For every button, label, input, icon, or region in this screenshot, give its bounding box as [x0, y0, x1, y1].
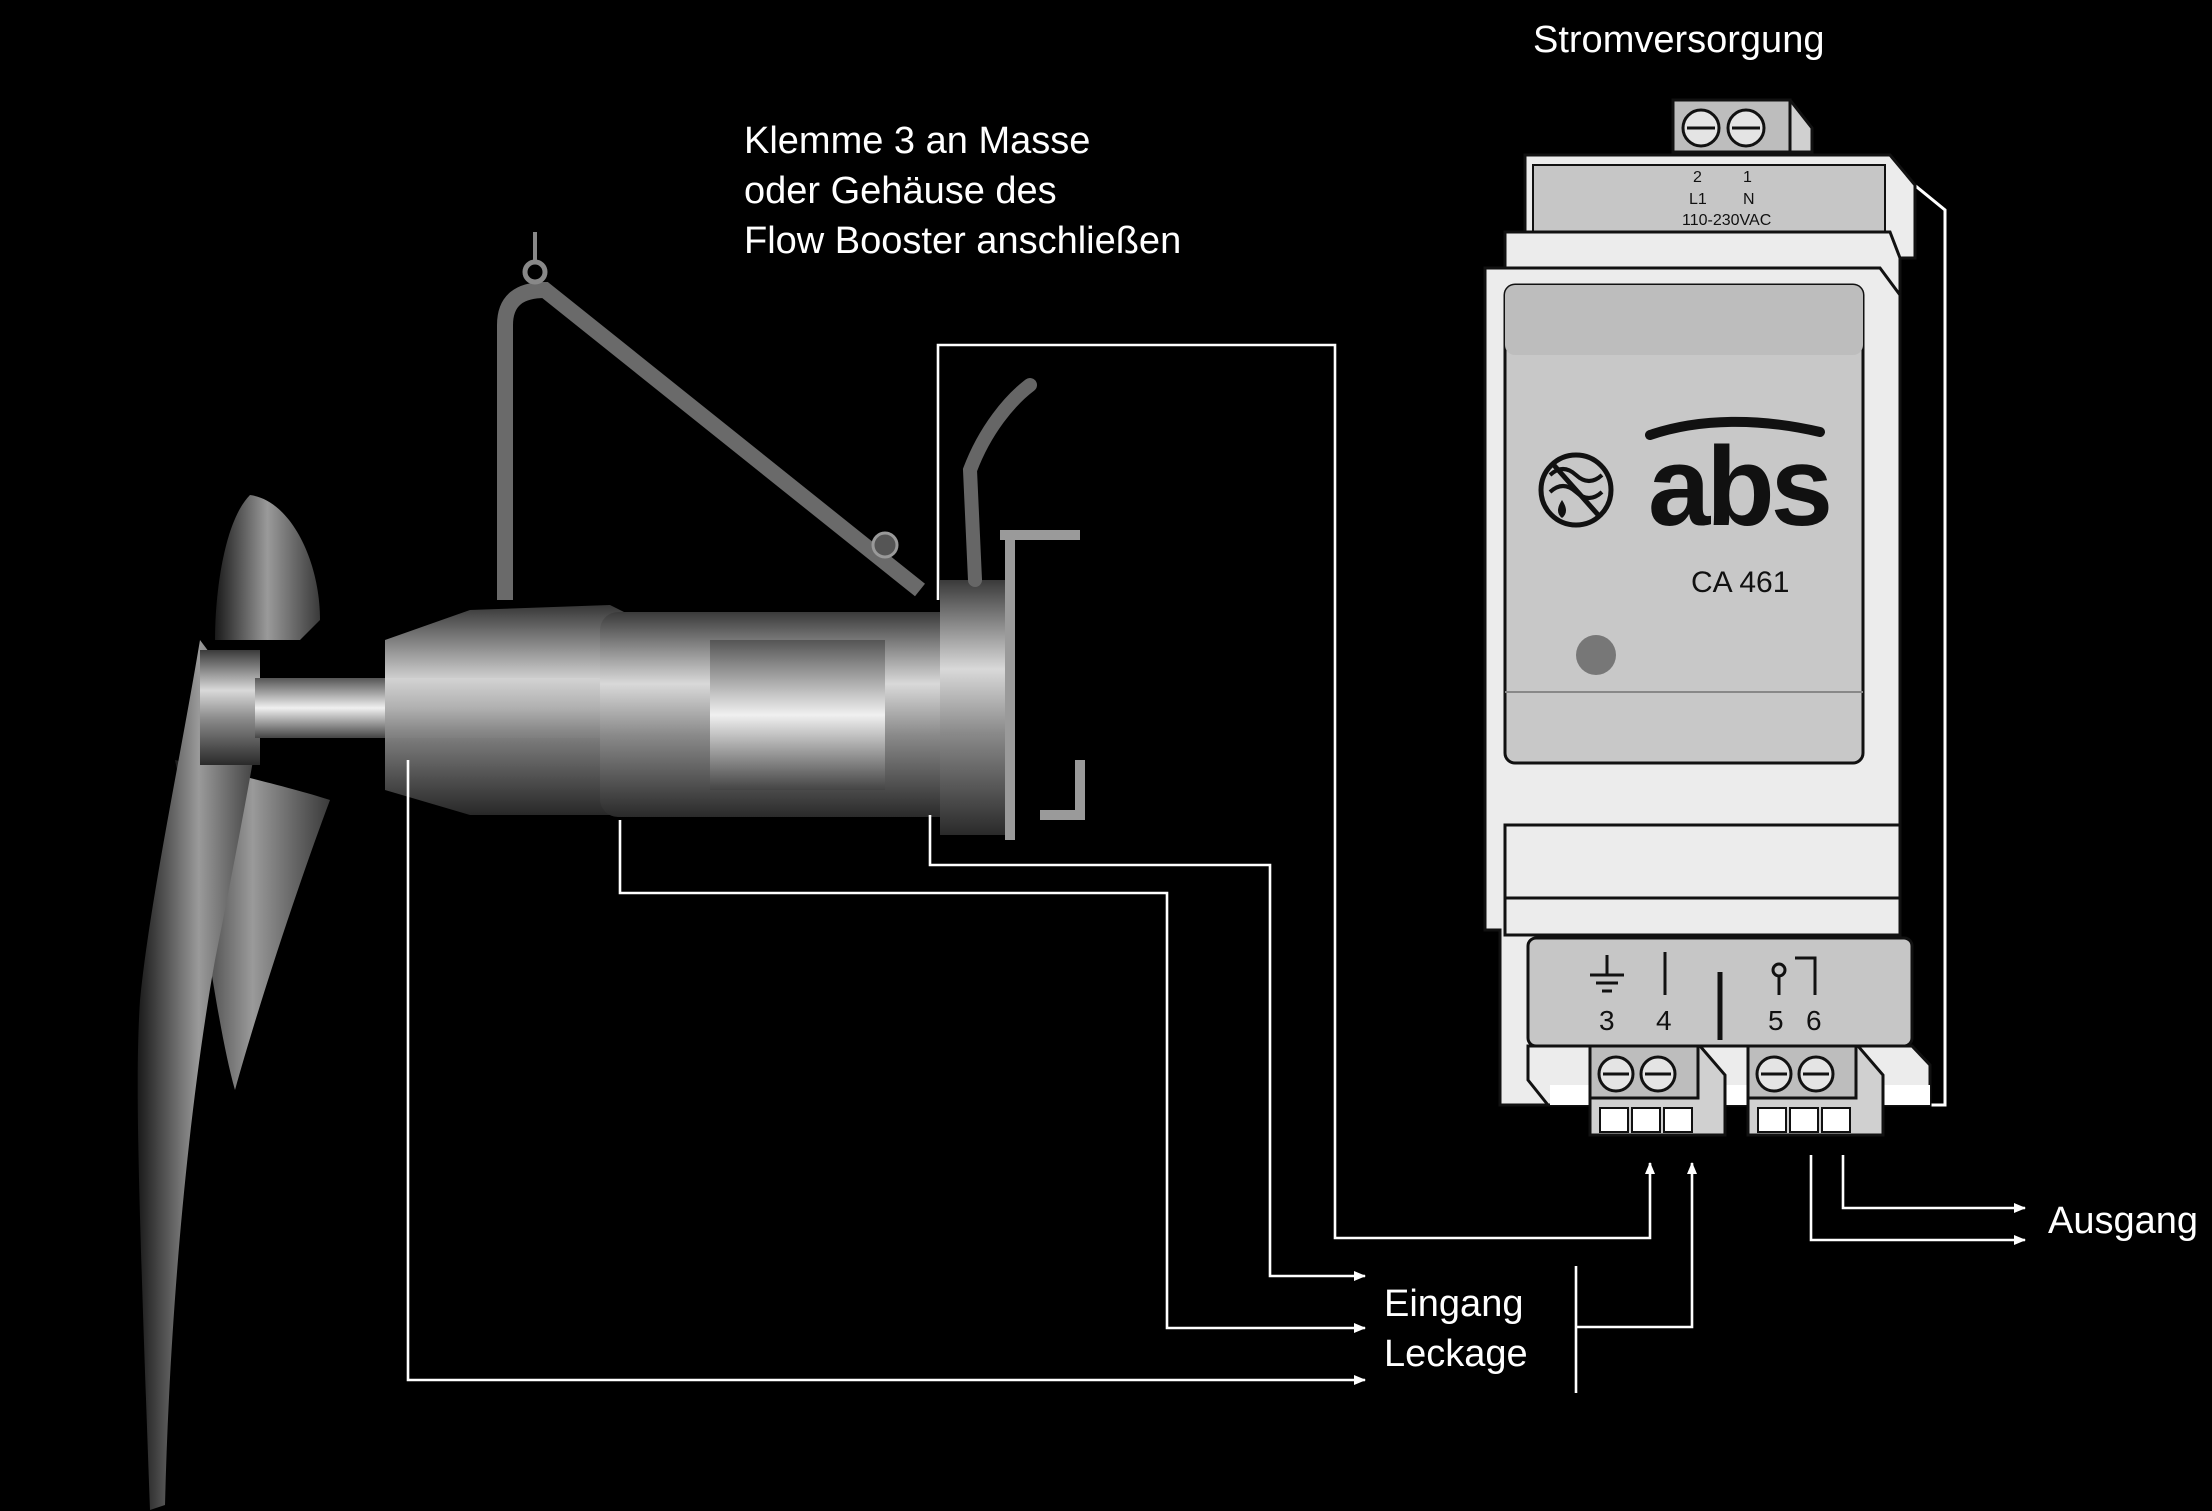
- propeller-hub: [200, 650, 260, 765]
- power-supply-label: Stromversorgung: [1533, 19, 1824, 61]
- gear-housing: [385, 605, 640, 815]
- terminal-block-5-6: [1746, 1044, 1885, 1137]
- terminal-label-4: 4: [1656, 1005, 1672, 1036]
- terminal-label-3: 3: [1599, 1005, 1615, 1036]
- wiring: [406, 343, 2026, 1393]
- control-unit: 2 1 L1 N 110-230VAC abs CA 461: [1483, 98, 1947, 1137]
- motor-stator: [710, 640, 885, 790]
- status-led: [1576, 635, 1616, 675]
- brand-logo-text: abs: [1648, 424, 1829, 549]
- wire-output-6: [1841, 1155, 2026, 1213]
- housing-lower: [1503, 823, 1902, 937]
- terminal-label-5: 5: [1768, 1005, 1784, 1036]
- input-label-line-2: Leckage: [1384, 1333, 1528, 1375]
- abs-logo: abs: [1645, 416, 1833, 549]
- terminal-block-3-4: [1588, 1044, 1727, 1137]
- wire-sensor-rear: [928, 815, 1366, 1281]
- top-terminal-num-right: 1: [1743, 169, 1752, 186]
- guide-bracket: [1000, 530, 1085, 840]
- terminal-label-6: 6: [1806, 1005, 1822, 1036]
- propeller-blade-main: [137, 640, 260, 1510]
- top-terminal-num-left: 2: [1693, 169, 1702, 186]
- output-label: Ausgang: [2048, 1200, 2198, 1242]
- lifting-frame: [497, 281, 925, 600]
- lifting-eye: [522, 259, 548, 285]
- relay-contact-icon: [1771, 956, 1817, 995]
- housing-outline: [1889, 163, 1947, 1107]
- rear-cap: [940, 580, 1015, 835]
- water-drop-icon: [1538, 452, 1614, 528]
- flow-booster-drawing: [137, 232, 1085, 1510]
- power-terminal-block: [1671, 98, 1814, 154]
- input-label-line-1: Eingang: [1384, 1283, 1523, 1325]
- frame-bolt: [871, 531, 899, 559]
- ground-symbol-icon: [1590, 955, 1624, 993]
- top-terminal-voltage: 110-230VAC: [1682, 212, 1771, 229]
- wire-output-5: [1809, 1155, 2026, 1245]
- wire-sensor-seal: [406, 760, 1366, 1385]
- wire-sensor-motor: [618, 820, 1366, 1333]
- power-cable: [962, 378, 1037, 587]
- wire-ground-terminal-3: [936, 343, 1655, 1240]
- note-line-3: Flow Booster anschließen: [744, 220, 1181, 262]
- top-terminal-name-right: N: [1743, 191, 1755, 208]
- propeller-blade-upper: [215, 495, 320, 640]
- note-line-2: oder Gehäuse des: [744, 170, 1057, 212]
- model-label: CA 461: [1691, 566, 1789, 599]
- top-terminal-name-left: L1: [1689, 191, 1707, 208]
- wire-input-terminal-4: [1576, 1162, 1697, 1329]
- note-line-1: Klemme 3 an Masse: [744, 120, 1090, 162]
